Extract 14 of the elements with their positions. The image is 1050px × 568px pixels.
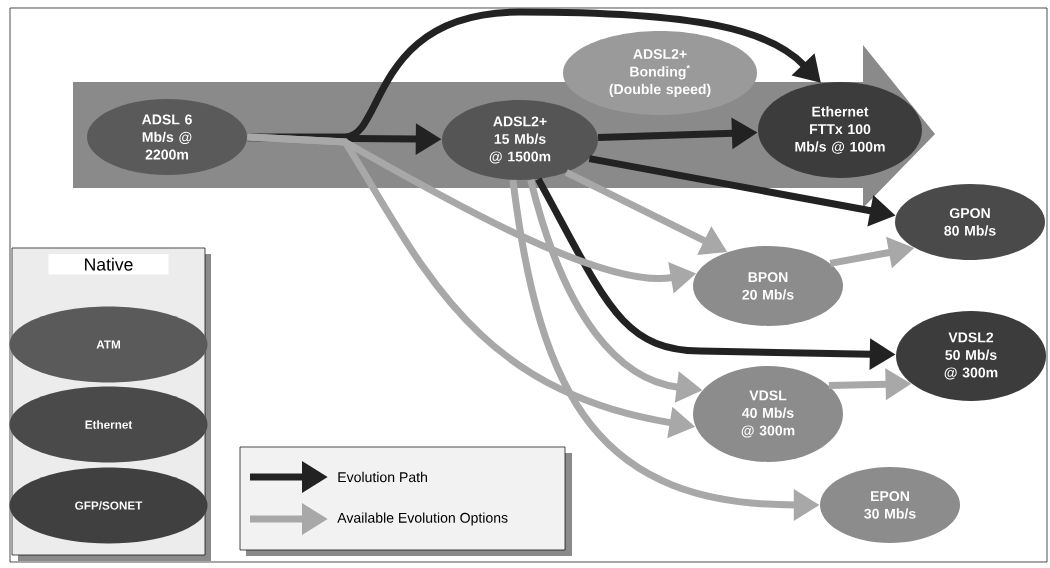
ellipse-node: ADSL2+ 15 Mb/s @ 1500m bbox=[442, 100, 598, 180]
legend-text: Evolution Path bbox=[338, 471, 427, 483]
ellipse-node: EPON 30 Mb/s bbox=[820, 467, 960, 543]
ellipse-node: VDSL2 50 Mb/s @ 300m bbox=[896, 311, 1046, 401]
ellipse-node: VDSL 40 Mb/s @ 300m bbox=[693, 366, 843, 462]
ellipse-node: GFP/SONET bbox=[9, 467, 208, 544]
ellipse-node: GPON 80 Mb/s bbox=[895, 184, 1045, 260]
ellipse-node: ATM bbox=[9, 306, 208, 383]
ellipse-node: ADSL 6 Mb/s @ 2200m bbox=[87, 99, 247, 175]
ellipse-node: ADSL2+ Bonding$^{*}$ (Double speed) bbox=[563, 31, 757, 115]
ellipse-node: Ethernet bbox=[9, 386, 208, 463]
legend-text: Available Evolution Options bbox=[337, 512, 508, 526]
ellipse-node: Ethernet FTTx 100 Mb/s @ 100m bbox=[758, 82, 922, 178]
ellipse-node: BPON 20 Mb/s bbox=[693, 246, 843, 326]
